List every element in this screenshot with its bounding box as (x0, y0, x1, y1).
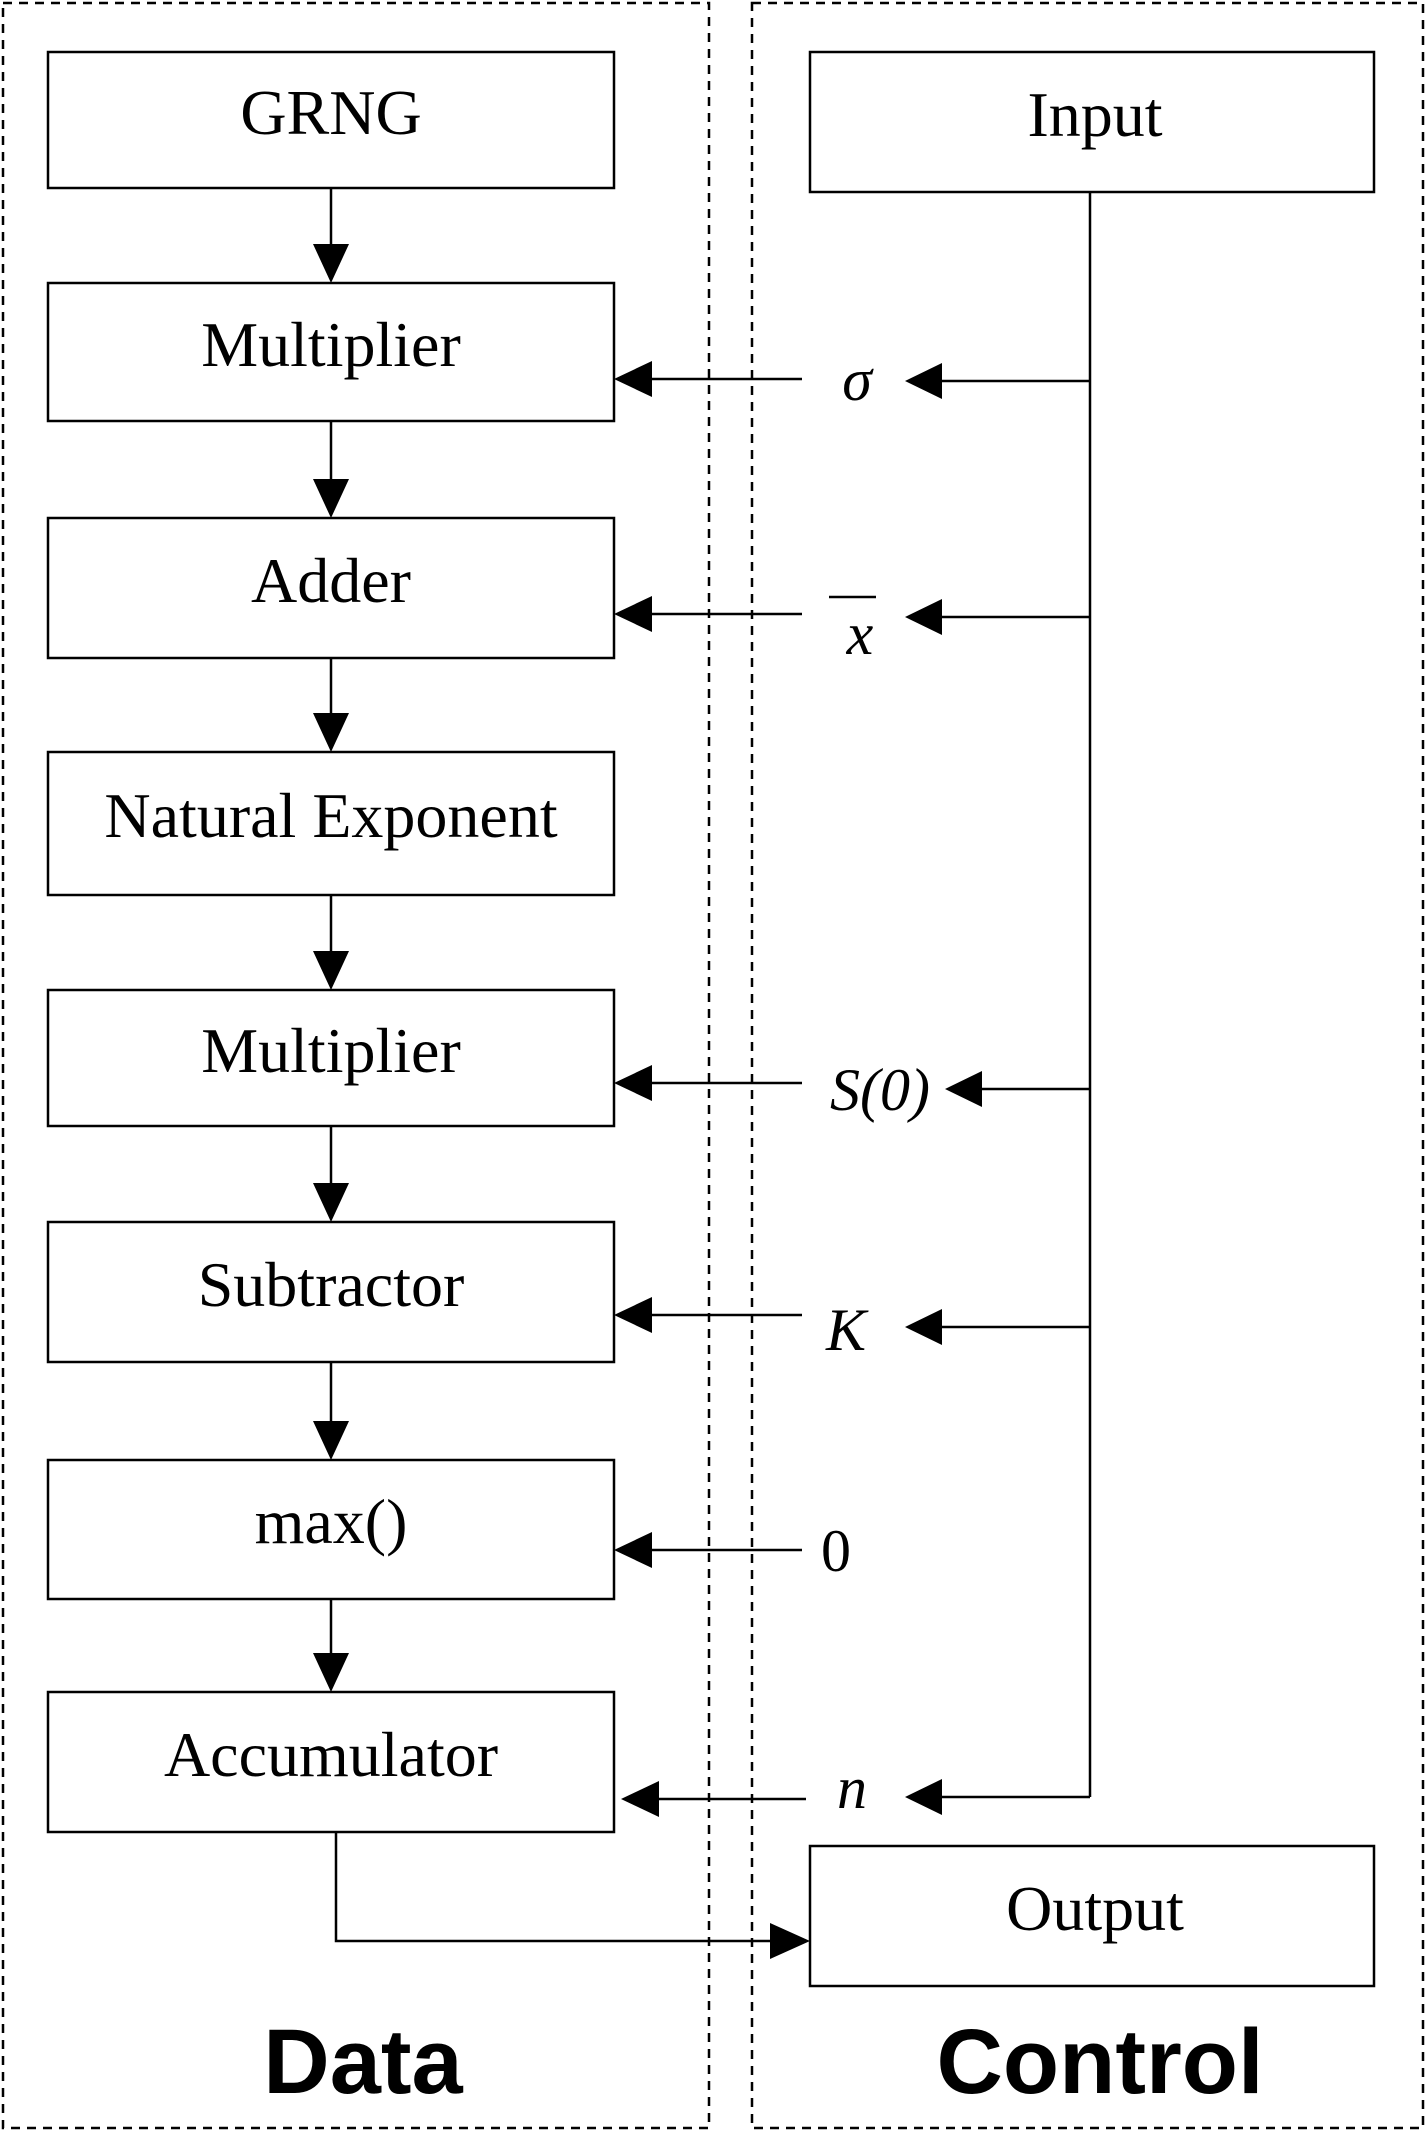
control-region (750, 1, 1425, 2130)
input-block: Input (808, 50, 1376, 194)
arrow-multiplier-to-adder (313, 421, 349, 518)
adder-block: Adder (46, 516, 616, 660)
accumulator-label: Accumulator (164, 1719, 498, 1790)
n-label: n (837, 1755, 867, 1821)
s0-label: S(0) (830, 1057, 930, 1123)
branch-s0 (945, 1071, 1090, 1107)
data-region-title: Data (263, 2011, 463, 2113)
arrow-exponent-to-multiplier (313, 895, 349, 990)
k-label: K (825, 1297, 869, 1363)
arrow-multiplier-to-subtractor (313, 1126, 349, 1222)
max-label: max() (255, 1486, 408, 1557)
data-region (1, 1, 711, 2130)
grng-label: GRNG (240, 77, 421, 148)
arrow-x-bar-to-adder (614, 596, 802, 632)
arrow-grng-to-multiplier (313, 188, 349, 283)
grng-block: GRNG (46, 50, 616, 190)
branch-sigma (905, 363, 1090, 399)
parameter-arrows (614, 361, 806, 1817)
arrow-accumulator-to-output (334, 1832, 810, 1959)
natural-exponent-label: Natural Exponent (104, 780, 557, 851)
arrow-subtractor-to-max (313, 1362, 349, 1460)
control-branches (905, 363, 1090, 1815)
control-region-title: Control (936, 2011, 1263, 2113)
x-bar-symbol: x (829, 595, 876, 667)
arrow-k-to-subtractor (614, 1297, 802, 1333)
arrow-zero-to-max (614, 1532, 802, 1568)
adder-label: Adder (251, 545, 411, 616)
arrow-s0-to-multiplier (614, 1065, 802, 1101)
zero-label: 0 (821, 1518, 851, 1584)
arrow-sigma-to-multiplier (614, 361, 802, 397)
parameter-labels: σ x S(0) K 0 n (821, 347, 930, 1821)
accumulator-block: Accumulator (46, 1690, 616, 1834)
multiplier-1-label: Multiplier (201, 309, 461, 380)
natural-exponent-block: Natural Exponent (46, 750, 616, 897)
output-label: Output (1006, 1873, 1184, 1944)
multiplier-1-block: Multiplier (46, 281, 616, 423)
input-label: Input (1027, 79, 1162, 150)
branch-k (905, 1309, 1090, 1345)
branch-x-bar (905, 599, 1090, 635)
arrow-adder-to-exponent (313, 658, 349, 752)
multiplier-2-label: Multiplier (201, 1015, 461, 1086)
max-block: max() (46, 1458, 616, 1601)
multiplier-2-block: Multiplier (46, 988, 616, 1128)
arrow-max-to-accumulator (313, 1599, 349, 1692)
subtractor-block: Subtractor (46, 1220, 616, 1364)
sigma-label: σ (842, 347, 874, 413)
x-bar-label: x (846, 601, 874, 667)
subtractor-label: Subtractor (198, 1249, 465, 1320)
data-flow-arrows (313, 188, 349, 1692)
arrow-n-to-accumulator (621, 1781, 806, 1817)
output-block: Output (808, 1844, 1376, 1988)
branch-n (905, 1779, 1090, 1815)
